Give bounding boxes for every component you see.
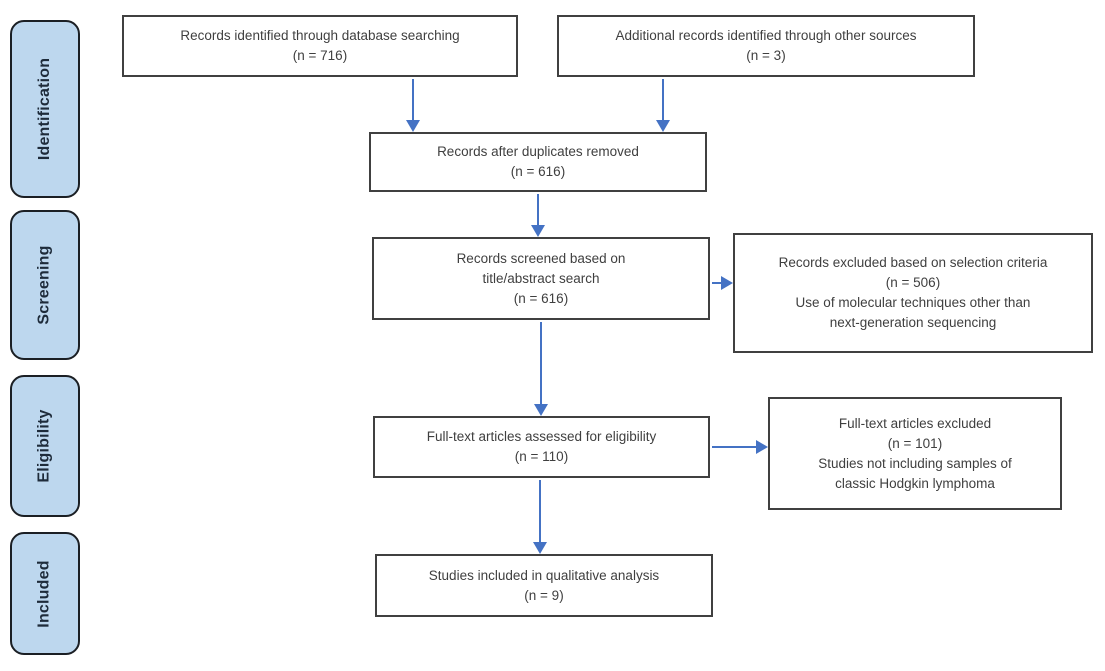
arrow-additional-to-duplicates [662, 79, 664, 121]
box-studies-included: Studies included in qualitative analysis… [375, 554, 713, 617]
box-count: (n = 3) [746, 48, 786, 63]
stage-label: Eligibility [36, 409, 54, 483]
box-records-identified: Records identified through database sear… [122, 15, 518, 77]
arrowhead-down-icon [531, 225, 545, 237]
stage-screening: Screening [10, 210, 80, 360]
box-text-line: next-generation sequencing [829, 315, 997, 330]
arrow-fulltext-to-included [539, 480, 541, 543]
arrowhead-down-icon [406, 120, 420, 132]
box-text-line: Records identified through database sear… [180, 28, 460, 43]
box-text-line: Full-text articles excluded [838, 415, 992, 431]
arrowhead-down-icon [533, 542, 547, 554]
box-text-line: title/abstract search [482, 270, 600, 286]
arrow-duplicates-to-screened [537, 194, 539, 226]
box-text-line: classic Hodgkin lymphoma [835, 475, 995, 491]
box-fulltext-excluded: Full-text articles excluded (n = 101) St… [768, 397, 1062, 510]
stage-label: Included [36, 559, 54, 628]
box-count: (n = 101) [887, 435, 943, 451]
arrowhead-right-icon [721, 276, 733, 290]
arrowhead-down-icon [656, 120, 670, 132]
box-additional-records: Additional records identified through ot… [557, 15, 975, 77]
arrow-screened-to-excluded [712, 282, 723, 284]
box-count: (n = 616) [513, 290, 569, 306]
box-count: (n = 506) [885, 275, 941, 290]
box-text-line: Records screened based on [456, 250, 626, 266]
arrow-identified-to-duplicates [412, 79, 414, 121]
stage-label: Identification [36, 57, 54, 161]
box-text-line: Studies not including samples of [818, 455, 1012, 471]
stage-identification: Identification [10, 20, 80, 198]
box-text-line: Use of molecular techniques other than [795, 295, 1031, 310]
box-text-line: Records excluded based on selection crit… [778, 255, 1048, 270]
box-text-line: Studies included in qualitative analysis [428, 567, 660, 583]
box-count: (n = 110) [514, 449, 569, 464]
arrowhead-right-icon [756, 440, 768, 454]
stage-label: Screening [36, 245, 54, 325]
box-count: (n = 616) [510, 164, 566, 179]
box-text-line: Full-text articles assessed for eligibil… [426, 429, 657, 444]
stage-eligibility: Eligibility [10, 375, 80, 517]
box-count: (n = 9) [524, 587, 564, 603]
box-text-line: Additional records identified through ot… [615, 28, 917, 43]
box-records-screened: Records screened based on title/abstract… [372, 237, 710, 320]
box-records-excluded-selection: Records excluded based on selection crit… [733, 233, 1093, 353]
stage-included: Included [10, 532, 80, 655]
arrow-fulltext-to-excluded [712, 446, 757, 448]
box-duplicates-removed: Records after duplicates removed (n = 61… [369, 132, 707, 192]
arrowhead-down-icon [534, 404, 548, 416]
box-count: (n = 716) [292, 48, 348, 63]
box-fulltext-assessed: Full-text articles assessed for eligibil… [373, 416, 710, 478]
box-text-line: Records after duplicates removed [437, 144, 639, 159]
arrow-screened-to-fulltext [540, 322, 542, 405]
